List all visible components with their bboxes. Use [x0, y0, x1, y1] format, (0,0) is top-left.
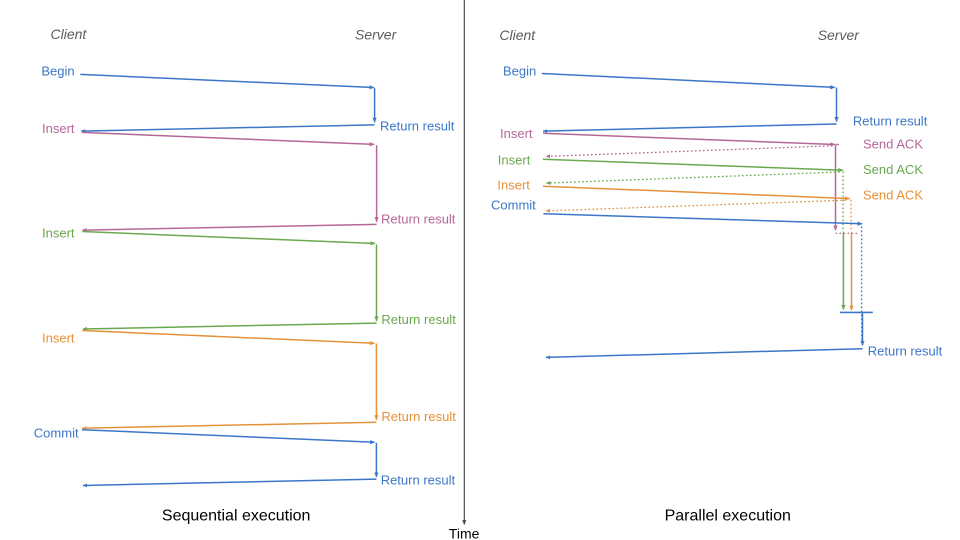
- svg-text:Insert: Insert: [42, 121, 75, 136]
- svg-text:Return result: Return result: [380, 119, 455, 134]
- svg-text:Send ACK: Send ACK: [863, 187, 923, 202]
- svg-text:Begin: Begin: [503, 63, 536, 78]
- svg-text:Return result: Return result: [381, 473, 456, 488]
- svg-text:Insert: Insert: [498, 152, 531, 167]
- svg-text:Send ACK: Send ACK: [863, 162, 923, 177]
- svg-text:Client: Client: [51, 26, 88, 42]
- svg-text:Insert: Insert: [42, 226, 75, 241]
- svg-text:Server: Server: [818, 27, 861, 43]
- svg-text:Return result: Return result: [381, 312, 456, 327]
- svg-text:Commit: Commit: [491, 198, 536, 213]
- svg-text:Server: Server: [355, 26, 398, 42]
- svg-text:Client: Client: [499, 27, 536, 43]
- svg-text:Return result: Return result: [868, 343, 943, 358]
- svg-text:Commit: Commit: [34, 426, 79, 441]
- svg-text:Time: Time: [449, 526, 480, 540]
- svg-text:Insert: Insert: [500, 126, 533, 141]
- svg-text:Begin: Begin: [41, 63, 74, 78]
- svg-text:Return result: Return result: [381, 409, 456, 424]
- svg-text:Return result: Return result: [381, 211, 456, 226]
- svg-text:Send ACK: Send ACK: [863, 136, 923, 151]
- svg-text:Return result: Return result: [853, 114, 928, 129]
- svg-text:Insert: Insert: [497, 177, 530, 192]
- svg-text:Sequential execution: Sequential execution: [162, 507, 311, 524]
- svg-text:Insert: Insert: [42, 330, 75, 345]
- svg-text:Parallel execution: Parallel execution: [665, 508, 791, 525]
